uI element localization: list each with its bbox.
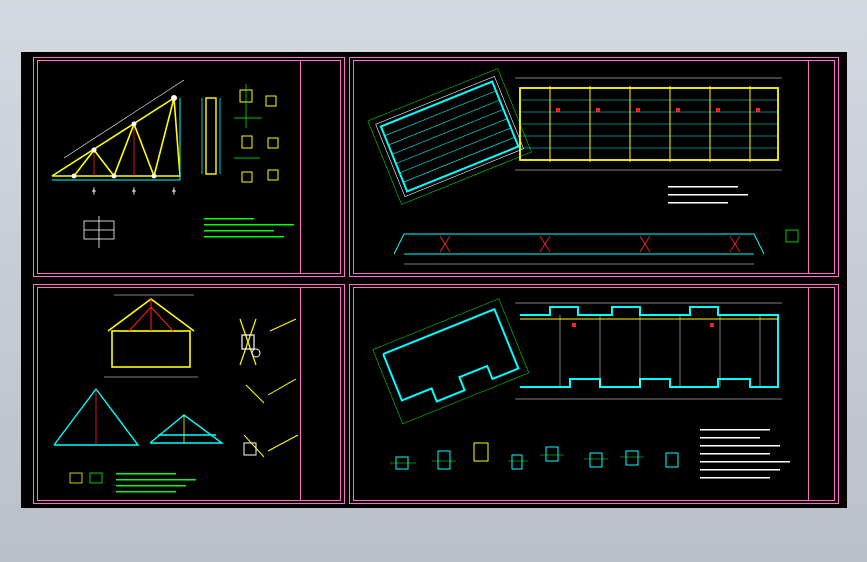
sheet-inner-frame	[353, 60, 835, 274]
svg-text:╋: ╋	[131, 187, 136, 195]
title-block	[808, 287, 809, 501]
sheet-floor-plan-upper[interactable]	[349, 57, 839, 277]
sheet-gable-truss-details[interactable]	[33, 284, 345, 504]
floor-plan-drawing	[367, 68, 799, 265]
title-block	[300, 60, 301, 274]
drawing-canvas[interactable]: ╋ ╋ ╋	[21, 52, 847, 508]
sheet-inner-frame	[37, 60, 341, 274]
gable-drawing	[53, 294, 299, 493]
sheet-roof-truss-details[interactable]: ╋ ╋ ╋	[33, 57, 345, 277]
title-block	[300, 287, 301, 501]
sheet-inner-frame	[353, 287, 835, 501]
sheet-floor-plan-lower[interactable]	[349, 284, 839, 504]
svg-text:╋: ╋	[171, 187, 176, 195]
floor-plan-drawing	[372, 298, 790, 479]
title-block	[808, 60, 809, 274]
sheet-inner-frame	[37, 287, 341, 501]
svg-text:╋: ╋	[91, 187, 96, 195]
truss-drawing: ╋ ╋ ╋	[51, 79, 294, 248]
